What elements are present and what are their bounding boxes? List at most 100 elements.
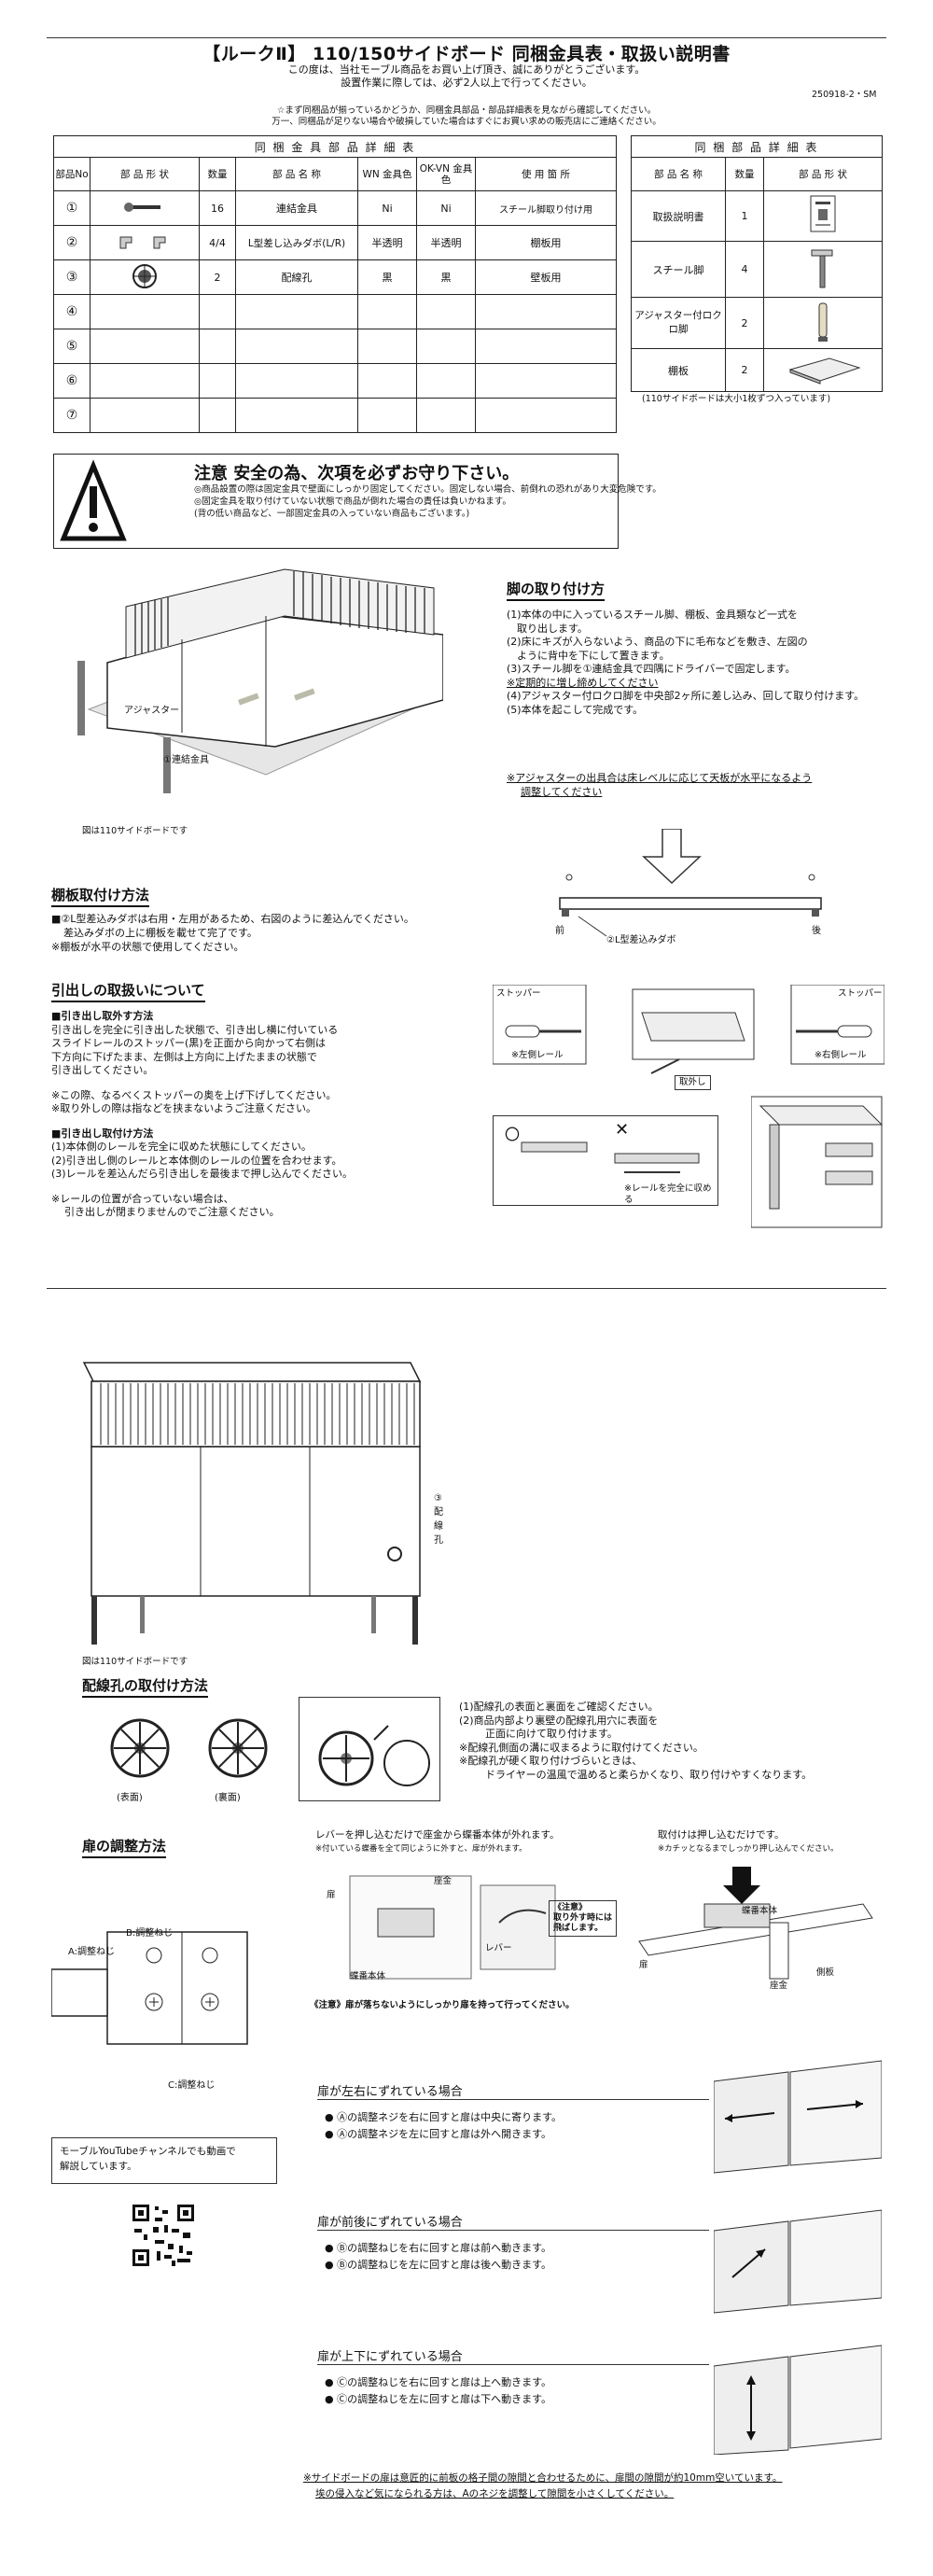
table-row: ② 4/4 L型差し込みダボ(L/R) 半透明 半透明 棚板用 <box>53 225 617 260</box>
connector-screw-icon <box>90 190 200 226</box>
hinge-attach-illustration: 蝶番本体 側板 座金 扉 <box>630 1867 882 1993</box>
label-screw-b: B:調整ねじ <box>126 1928 174 1939</box>
adjuster-note-2: 調整してください <box>521 786 603 798</box>
l-dowel-icon <box>90 225 200 260</box>
leg-section-title: 脚の取り付け方 <box>507 579 606 601</box>
label-base-plate: 座金 <box>434 1876 453 1886</box>
label-front: 前 <box>555 926 564 936</box>
caution-box: 《注意》 取り外す時には 飛ばします。 <box>549 1900 618 1937</box>
label-left-rail: ※左側レール <box>511 1050 564 1060</box>
notice-line-2: 万一、同梱品が足りない場合や破損していた場合はすぐにお買い求めの販売店にご連絡く… <box>272 117 661 127</box>
drawer-instructions: ■引き出し取外す方法 引き出しを完全に引き出した状態で、引き出し横に付いている … <box>51 1010 354 1218</box>
drawer-removal-illustration: ストッパー ストッパー ※左側レール ※右側レール 取外し <box>492 984 885 1097</box>
label-door-2: 扉 <box>639 1960 648 1970</box>
adjuster-leg-icon <box>763 297 883 349</box>
label-connector: ①連結金具 <box>163 755 209 765</box>
col-header-wn: WN 金具色 <box>357 157 417 191</box>
adjuster-note-1: ※アジャスターの出具合は床レベルに応じて天板が水平になるよう <box>507 772 813 784</box>
leg-steps: (1)本体の中に入っているスチール脚、棚板、金具類など一式を 取り出します。 (… <box>507 609 865 716</box>
label-hinge-body: 蝶番本体 <box>350 1971 386 1981</box>
col-header-shape: 部 品 形 状 <box>763 157 883 191</box>
label-adjuster: アジャスター <box>124 706 180 716</box>
leg-figure-caption: 図は110サイドボードです <box>82 826 188 836</box>
sideboard-front-illustration: ③配線孔 <box>75 1353 443 1656</box>
grommet-front-back-illustration: (表面) (裏面) <box>103 1713 289 1803</box>
label-right-rail: ※右側レール <box>815 1050 867 1060</box>
table-row: ⑤ <box>53 329 617 364</box>
bottom-note-2: 埃の侵入など気になられる方は、Aのネジを調整して隙間を小さくしてください。 <box>315 2488 675 2499</box>
label-wiring-hole: ③配線孔 <box>434 1493 443 1546</box>
door-section-title: 扉の調整方法 <box>82 1836 167 1858</box>
table-row: アジャスター付ロクロ脚 2 <box>631 297 883 349</box>
col-header-use: 使 用 箇 所 <box>475 157 617 191</box>
notice-line-1: ☆まず同梱品が揃っているかどうか、同梱金具部品・部品詳細表を見ながら確認してくだ… <box>276 105 657 116</box>
adjust-fb-line-1: ● Ⓑの調整ねじを右に回すと扉は前へ動きます。 <box>325 2242 551 2254</box>
col-header-no: 部品No <box>53 157 91 191</box>
adjust-lr-line-2: ● Ⓐの調整ネジを左に回すと扉は外へ開きます。 <box>325 2128 551 2140</box>
label-door: 扉 <box>327 1890 336 1900</box>
col-header-name: 部 品 名 称 <box>631 157 726 191</box>
table-row: ⑦ <box>53 398 617 433</box>
table-row: 取扱説明書 1 <box>631 190 883 242</box>
shelf-line-1: ■②L型差込みダボは右用・左用があるため、右図のように差込んでください。 <box>51 913 414 925</box>
col-header-okvn: OK-VN 金具色 <box>416 157 476 191</box>
lever-note-2: ※付いている蝶番を全て同じように外すと、扉が外れます。 <box>315 1844 527 1854</box>
youtube-note-box: モーブルYouTubeチャンネルでも動画で 解説しています。 <box>51 2137 277 2184</box>
warning-triangle-icon <box>60 458 127 548</box>
adjust-lr-line-1: ● Ⓐの調整ネジを右に回すと扉は中央に寄ります。 <box>325 2111 562 2123</box>
bottom-note-1: ※サイドボードの扉は意匠的に前板の格子間の隙間と合わせるために、扉間の隙間が約1… <box>303 2472 783 2484</box>
wiring-section-title: 配線孔の取付け方法 <box>82 1675 209 1698</box>
shelf-section-title: 棚板取付け方法 <box>51 885 150 907</box>
label-front-face: (表面) <box>117 1793 143 1803</box>
table-row: ⑥ <box>53 363 617 399</box>
safety-warning-box: 注意 安全の為、次項を必ずお守り下さい。 ◎商品設置の際は固定金具で壁面にしっか… <box>53 454 661 549</box>
qr-code[interactable] <box>131 2203 196 2272</box>
table-row: ③ 2 配線孔 黒 黒 壁板用 <box>53 259 617 295</box>
label-back-face: (裏面) <box>215 1793 241 1803</box>
warning-line-1: ◎商品設置の際は固定金具で壁面にしっかり固定してください。固定しない場合、前倒れ… <box>194 484 661 495</box>
shelf-dowel-illustration: 前 後 ②L型差込みダボ <box>541 828 849 954</box>
grommet-install-illustration <box>299 1697 440 1801</box>
adjust-lr-title: 扉が左右にずれている場合 <box>317 2081 709 2100</box>
col-header-qty: 数量 <box>199 157 236 191</box>
warning-line-2: ◎固定金具を取り付けていない状態で商品が倒れた場合の責任は負いかねます。 <box>194 497 511 507</box>
adjust-fb-line-2: ● Ⓑの調整ねじを左に回すと扉は後へ動きます。 <box>325 2259 551 2271</box>
adjust-ud-line-2: ● Ⓒの調整ねじを左に回すと扉は下へ動きます。 <box>325 2393 551 2405</box>
col-header-shape: 部 品 形 状 <box>90 157 200 191</box>
shelf-line-2: 差込みダボの上に棚板を載せて完了です。 <box>63 927 258 939</box>
lever-note-1: レバーを押し込むだけで座金から蝶番本体が外れます。 <box>315 1829 560 1841</box>
label-side-panel: 側板 <box>816 1967 835 1978</box>
label-lever: レバー <box>485 1943 512 1953</box>
hinge-removal-illustration: 扉 座金 蝶番本体 レバー 《注意》 取り外す時には 飛ばします。 <box>322 1867 620 1993</box>
label-screw-c: C:調整ねじ <box>168 2080 216 2091</box>
attach-note-2: ※カチッとなるまでしっかり押し込んでください。 <box>658 1844 839 1854</box>
shelf-line-3: ※棚板が水平の状態で使用してください。 <box>51 941 244 953</box>
leg-installation-illustration: アジャスター ①連結金具 <box>51 560 445 797</box>
ng-mark: ✕ <box>615 1120 630 1140</box>
youtube-line-2: 解説しています。 <box>60 2161 137 2172</box>
label-l-dowel: ②L型差込みダボ <box>606 935 676 945</box>
warning-heading: 注意 安全の為、次項を必ずお守り下さい。 <box>194 464 520 483</box>
hardware-parts-table: 同 梱 金 具 部 品 詳 細 表 部品No 部 品 形 状 数量 部 品 名 … <box>53 135 617 433</box>
intro-line-1: この度は、当社モーブル商品をお買い上げ頂き、誠にありがとうございます。 <box>287 63 646 76</box>
shelf-board-icon <box>763 348 883 392</box>
page-title: 【ルークⅡ】 110/150サイドボード 同梱金具表・取扱い説明書 <box>202 44 731 64</box>
youtube-line-1: モーブルYouTubeチャンネルでも動画で <box>60 2146 236 2157</box>
label-rail-full: ※レールを完全に収める <box>624 1183 712 1205</box>
label-stopper-right: ストッパー <box>838 988 883 999</box>
drawer-rail-detail-illustration <box>750 1087 891 1240</box>
hardware-table-caption: 同 梱 金 具 部 品 詳 細 表 <box>53 135 617 158</box>
hinge-adjustment-illustration: B:調整ねじ A:調整ねじ C:調整ねじ <box>50 1904 275 2094</box>
intro-line-2: 設置作業に際しては、必ず2人以上で行ってください。 <box>341 77 592 89</box>
table-row: 棚板 2 <box>631 348 883 392</box>
door-hold-note: 《注意》扉が落ちないようにしっかり扉を持って行ってください。 <box>310 2000 575 2010</box>
wiring-instructions: (1)配線孔の表面と裏面をご確認ください。 (2)商品内部より裏壁の配線孔用穴に… <box>459 1701 813 1781</box>
adjust-ud-title: 扉が上下にずれている場合 <box>317 2346 709 2365</box>
document-code: 250918-2・SM <box>812 90 877 100</box>
rail-alignment-illustration: 〇 ✕ ※レールを完全に収める <box>493 1115 718 1206</box>
label-hinge-body-2: 蝶番本体 <box>742 1906 778 1916</box>
label-remove: 取外し <box>675 1075 711 1090</box>
table-row: ① 16 連結金具 Ni Ni スチール脚取り付け用 <box>53 190 617 226</box>
bundled-table-caption: 同 梱 部 品 詳 細 表 <box>631 135 883 158</box>
manual-icon <box>763 190 883 242</box>
